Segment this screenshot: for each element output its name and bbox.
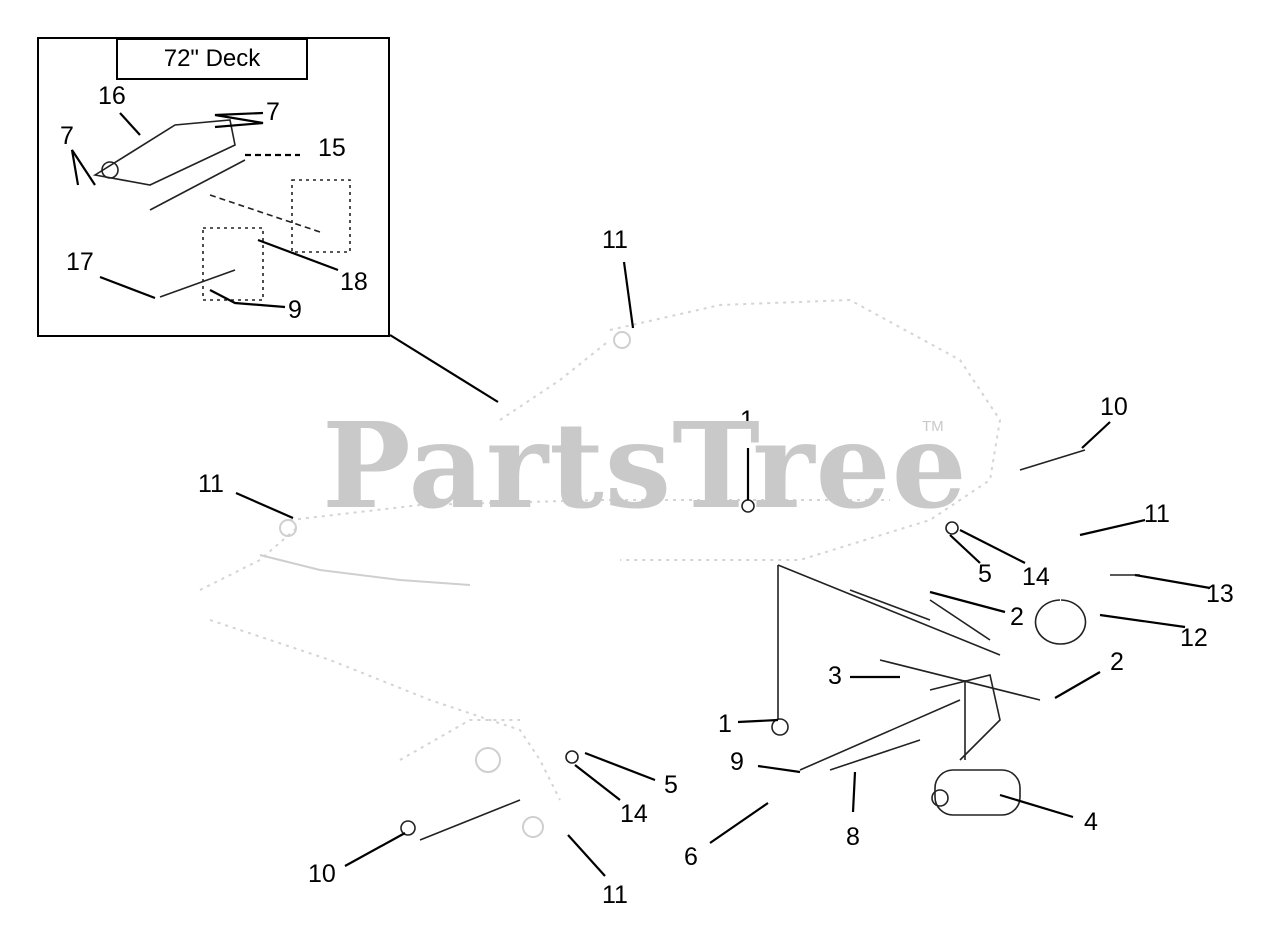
deck-outline xyxy=(199,298,1002,838)
callout-11-top: 11 xyxy=(602,226,628,254)
callout-11-bottom: 11 xyxy=(602,881,628,909)
callout-17: 17 xyxy=(66,248,94,276)
callout-5-right: 5 xyxy=(978,560,992,588)
callout-15: 15 xyxy=(318,134,346,162)
callout-2-lower: 2 xyxy=(1110,648,1124,676)
callout-9-inset: 9 xyxy=(288,296,302,324)
inset-frame xyxy=(37,37,390,337)
callout-6: 6 xyxy=(684,843,698,871)
callout-14-right: 14 xyxy=(1022,563,1050,591)
callout-18: 18 xyxy=(340,268,368,296)
callout-7-left: 7 xyxy=(60,122,74,150)
callout-11-left: 11 xyxy=(198,470,224,498)
callout-1-lower: 1 xyxy=(718,710,732,738)
callout-10-lower: 10 xyxy=(308,860,336,888)
callout-8: 8 xyxy=(846,823,860,851)
callout-11-right: 11 xyxy=(1144,500,1170,528)
callout-labels: 16 7 7 15 18 17 9 11 11 1 10 11 14 5 13 … xyxy=(60,82,1234,909)
inset-drawing xyxy=(92,119,351,301)
callout-12: 12 xyxy=(1180,624,1208,652)
callout-13: 13 xyxy=(1206,580,1234,608)
callout-7-top: 7 xyxy=(266,98,280,126)
caster-assembly xyxy=(400,449,1140,841)
callout-4: 4 xyxy=(1084,808,1098,836)
callout-3: 3 xyxy=(828,662,842,690)
callout-16: 16 xyxy=(98,82,126,110)
callout-10-right: 10 xyxy=(1100,393,1128,421)
inset-title: 72" Deck xyxy=(116,38,308,80)
leader-lines xyxy=(70,111,1211,877)
callout-5-lower: 5 xyxy=(664,771,678,799)
callout-1-center: 1 xyxy=(740,406,754,434)
callout-9-lower: 9 xyxy=(730,748,744,776)
callout-2-upper: 2 xyxy=(1010,603,1024,631)
callout-14-lower: 14 xyxy=(620,800,648,828)
